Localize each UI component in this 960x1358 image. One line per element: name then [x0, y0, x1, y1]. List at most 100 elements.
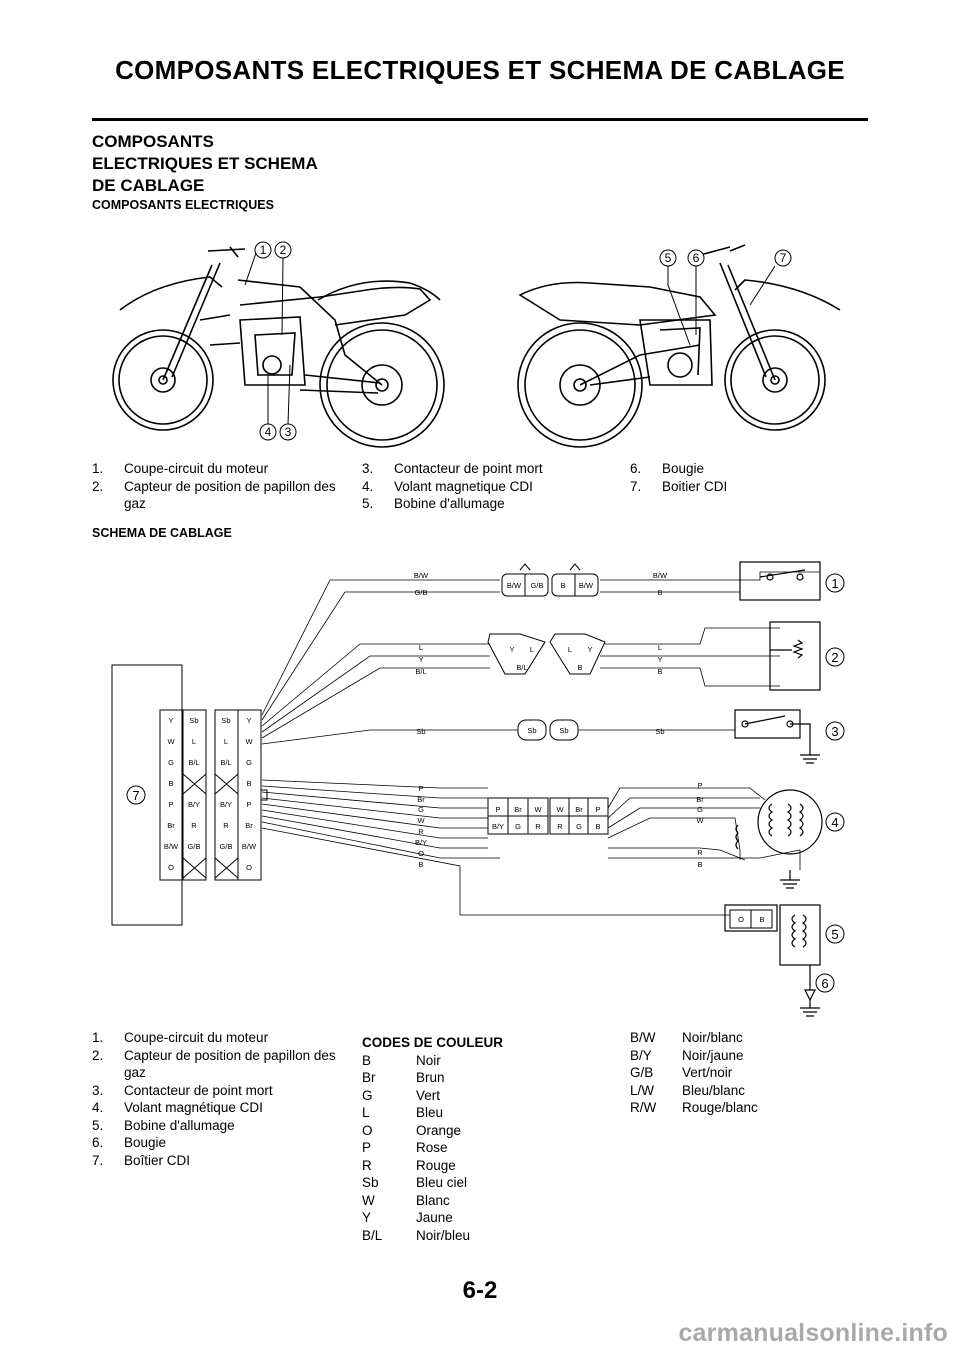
- wiring-callout-4: [825, 812, 845, 832]
- cdi-pin: B/W: [164, 842, 179, 851]
- callout-leaders: [244, 252, 776, 425]
- legend-text: Volant magnétique CDI: [124, 1100, 263, 1115]
- wire-label: L: [658, 643, 662, 652]
- legend-text: Bobine d'allumage: [124, 1117, 235, 1133]
- color-code: P: [362, 1140, 372, 1155]
- legend-item: 5.Bobine d'allumage: [362, 495, 602, 513]
- legend-text: Coupe-circuit du moteur: [124, 461, 269, 476]
- legend-text: Boîtier CDI: [124, 1152, 191, 1168]
- wire-label: Br: [696, 795, 704, 804]
- cdi-pin: G: [246, 758, 252, 767]
- legend-item: 6.Bougie: [92, 1134, 342, 1152]
- wire-label: G/B: [415, 588, 428, 597]
- color-name: Noir/blanc: [682, 1030, 743, 1045]
- connector-pin: L: [530, 645, 534, 654]
- wire-label: B/W: [414, 571, 429, 580]
- legend-item: 2.Capteur de position de papillon des ga…: [92, 1047, 342, 1082]
- wire-label: B: [418, 860, 423, 869]
- callout-5-label: 5: [665, 251, 672, 265]
- cdi-pin: R: [223, 821, 229, 830]
- cdi-pin: B/L: [188, 758, 199, 767]
- legend-text: Capteur de position de papillon des gaz: [124, 478, 336, 512]
- color-code: R/W: [630, 1100, 657, 1115]
- cdi-pin: W: [167, 737, 175, 746]
- wiring-callout-5-label: 5: [831, 927, 838, 942]
- wire-label: B: [657, 667, 662, 676]
- subhead-components: COMPOSANTS ELECTRIQUES: [92, 198, 274, 212]
- components-legend-col3: 6.Bougie 7.Boitier CDI: [630, 460, 830, 495]
- color-code: B/Y: [630, 1047, 652, 1063]
- components-legend-col1: 1.Coupe-circuit du moteur 2.Capteur de p…: [92, 460, 342, 513]
- legend-text: Coupe-circuit du moteur: [124, 1030, 269, 1045]
- wire-label: Br: [417, 795, 425, 804]
- color-code: L/W: [630, 1082, 655, 1098]
- wire-label: Y: [657, 655, 662, 664]
- connector-pin: Sb: [527, 726, 536, 735]
- legend-item: 7.Boitier CDI: [630, 478, 830, 496]
- wire-label: B: [697, 860, 702, 869]
- color-name: Noir: [416, 1052, 441, 1068]
- legend-num: 3.: [92, 1082, 104, 1098]
- connector-pin: R: [557, 822, 563, 831]
- color-codes-title: CODES DE COULEUR: [362, 1035, 504, 1050]
- cdi-pin: O: [168, 863, 174, 872]
- legend-num: 2.: [92, 1047, 104, 1063]
- wiring-callout-5: [825, 924, 845, 944]
- color-name: Orange: [416, 1122, 462, 1138]
- connector-pin: B: [759, 915, 764, 924]
- cdi-pin: Y: [168, 716, 173, 725]
- cdi-pin: W: [245, 737, 253, 746]
- connector-pin: G: [576, 822, 582, 831]
- legend-text: Boitier CDI: [662, 478, 728, 494]
- color-name: Rose: [416, 1140, 448, 1155]
- cdi-pin: B/W: [242, 842, 257, 851]
- wire-label: L: [419, 643, 423, 652]
- legend-num: 4.: [92, 1100, 104, 1115]
- legend-num: 6.: [92, 1135, 104, 1150]
- connector-pin: R: [535, 822, 541, 831]
- connector-pin: P: [595, 805, 600, 814]
- wire-label: Sb: [655, 727, 664, 736]
- callout-2-label: 2: [280, 243, 287, 257]
- cdi-pin: P: [168, 800, 173, 809]
- connector-pin: O: [738, 915, 744, 924]
- color-name: Bleu ciel: [416, 1175, 468, 1190]
- wiring-callout-4-label: 4: [831, 815, 838, 830]
- cdi-pin: O: [246, 863, 252, 872]
- connector-pin: B/W: [579, 581, 594, 590]
- color-code: W: [362, 1192, 375, 1208]
- connector-pin: L: [568, 645, 572, 654]
- wiring-callout-1: [825, 573, 845, 593]
- color-code: G/B: [630, 1065, 654, 1080]
- wire-label: O: [418, 849, 424, 858]
- connector-pin: W: [534, 805, 542, 814]
- wire-label: G: [418, 805, 424, 814]
- connector-pin: B/Y: [492, 822, 504, 831]
- wiring-callout-3: [825, 721, 845, 741]
- callout-4-label: 4: [265, 425, 272, 439]
- connector-pin: G: [515, 822, 521, 831]
- cdi-pin: G/B: [188, 842, 201, 851]
- color-code-row: W Blanc: [362, 1192, 582, 1210]
- color-code: G: [362, 1087, 373, 1103]
- legend-item: 3.Contacteur de point mort: [92, 1082, 342, 1100]
- wire-label: P: [418, 784, 423, 793]
- title-rule: [92, 118, 868, 121]
- color-name: Blanc: [416, 1192, 450, 1208]
- legend-text: Contacteur de point mort: [394, 461, 543, 476]
- section-title-line: ELECTRIQUES ET SCHEMA: [92, 154, 318, 173]
- legend-num: 2.: [92, 478, 104, 494]
- cdi-pin: Y: [246, 716, 251, 725]
- connector-pin: W: [556, 805, 564, 814]
- legend-num: 1.: [92, 1030, 104, 1045]
- connector-pin: B: [560, 581, 565, 590]
- color-code: Br: [362, 1070, 376, 1085]
- color-name: Bleu: [416, 1105, 444, 1120]
- wiring-legend: 1. Coupe-circuit du moteur 2.Capteur de p…: [92, 1029, 342, 1169]
